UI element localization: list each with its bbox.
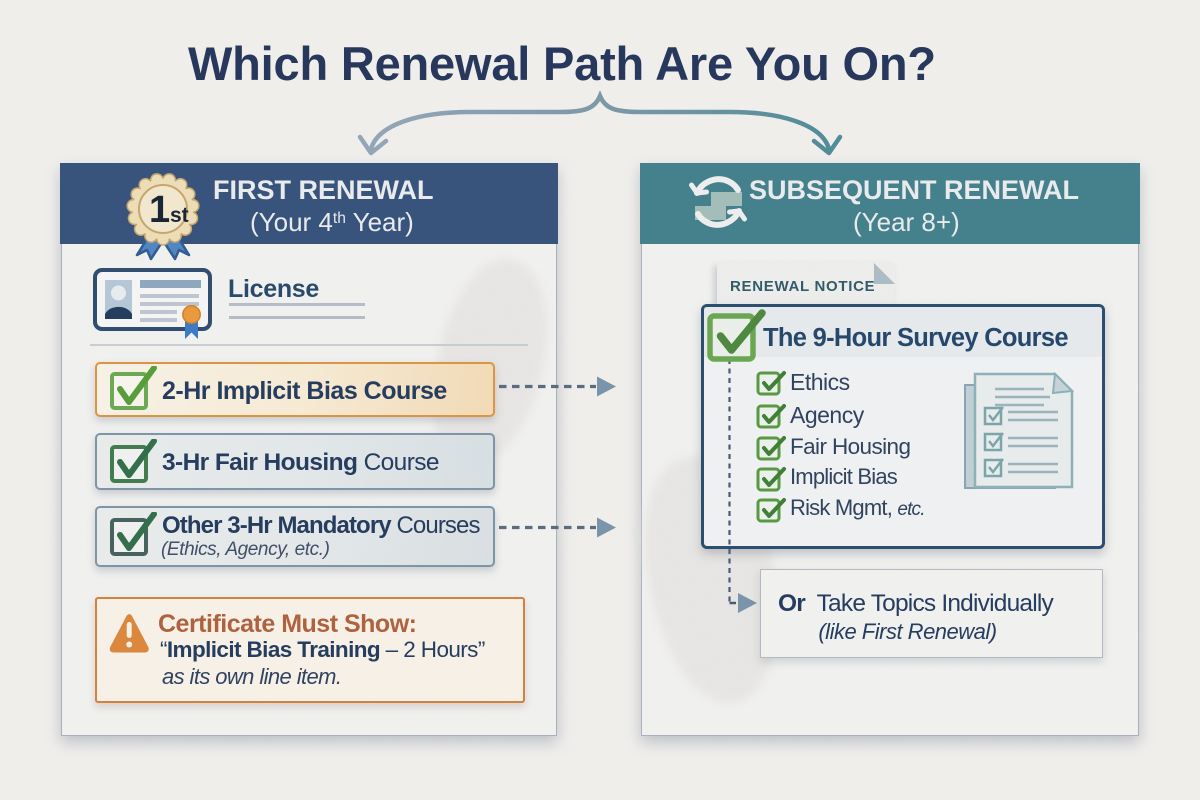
svg-text:1: 1 <box>149 189 170 231</box>
svg-text:st: st <box>170 204 189 227</box>
